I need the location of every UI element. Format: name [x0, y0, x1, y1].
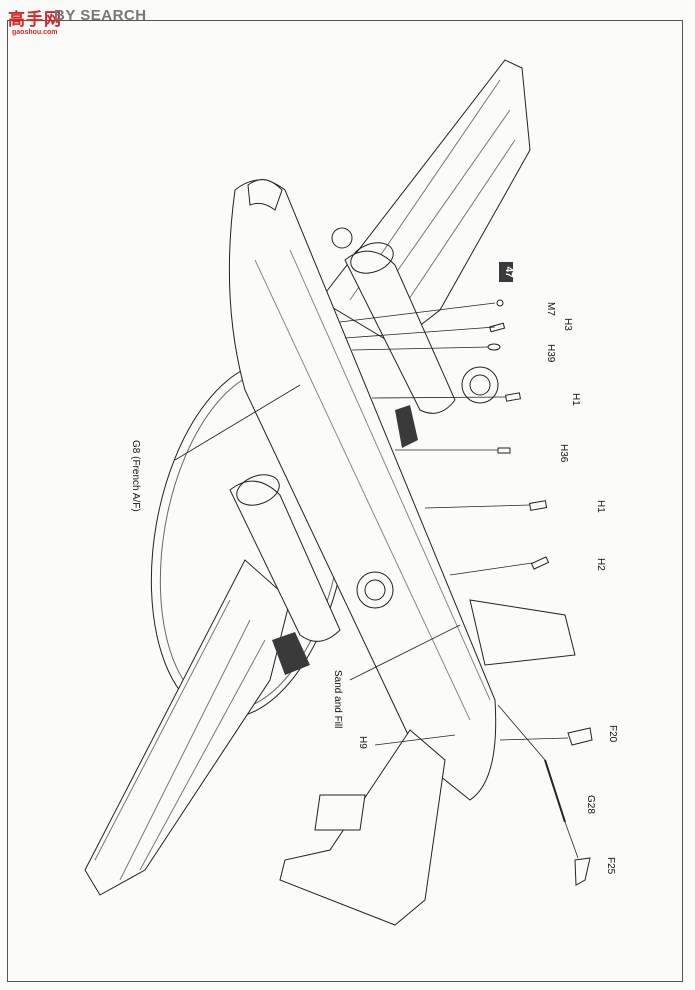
step-number-box — [499, 262, 513, 282]
leader-sand — [349, 624, 461, 681]
part-h36 — [497, 447, 511, 454]
left-engine-nacelle — [229, 480, 341, 642]
label-m7: M7 — [545, 302, 556, 316]
label-h9: H9 — [357, 736, 368, 749]
part-h1-lower — [529, 500, 548, 511]
part-f25 — [574, 857, 591, 886]
part-h2 — [530, 556, 550, 570]
label-h1-upper: H1 — [570, 393, 581, 406]
label-f25: F25 — [605, 857, 616, 875]
label-h2: H2 — [595, 558, 606, 571]
label-h3: H3 — [562, 318, 573, 331]
label-g8: G8 (French A/F) — [130, 440, 141, 512]
right-wheel-hub — [469, 374, 491, 396]
leader-f25 — [564, 821, 579, 859]
watermark-url: gaoshou.com — [12, 29, 58, 36]
label-h39: H39 — [545, 344, 556, 363]
right-engine-intake — [350, 242, 394, 274]
nose-cockpit — [247, 179, 283, 211]
part-f20 — [567, 727, 593, 746]
label-f20: F20 — [607, 725, 618, 743]
leader-h2 — [449, 562, 533, 576]
leader-m7 — [339, 302, 496, 323]
part-g28 — [544, 759, 566, 823]
part-m7 — [496, 299, 504, 307]
fuselage-panel-lines — [254, 249, 491, 721]
part-h3 — [489, 322, 506, 333]
leader-f20 — [499, 737, 569, 741]
right-main-wheel — [461, 366, 499, 404]
leader-h3 — [344, 326, 496, 339]
leader-g28 — [497, 704, 546, 761]
left-horizontal-stabilizer — [279, 729, 446, 926]
step-number: 47 — [503, 266, 514, 278]
shaded-panel-lower — [272, 632, 310, 675]
left-wheel-hub — [364, 579, 386, 601]
left-wing — [84, 559, 291, 896]
right-engine-nacelle — [344, 250, 456, 414]
label-h36: H36 — [558, 444, 569, 463]
label-h1-lower: H1 — [595, 500, 606, 513]
page-border — [7, 20, 683, 982]
leader-h9 — [374, 734, 456, 746]
label-sand-and-fill: Sand and Fill — [332, 670, 343, 728]
part-h1-upper — [505, 392, 521, 402]
nose-wheel — [331, 227, 353, 249]
left-wing-panels — [94, 599, 266, 881]
part-h39 — [487, 343, 501, 351]
label-g28: G28 — [585, 795, 596, 814]
right-horizontal-stabilizer — [469, 599, 576, 666]
right-wing — [319, 59, 531, 346]
leader-h1b — [424, 504, 531, 509]
watermark-chars: 高手网 — [8, 10, 62, 30]
shaded-panel-upper — [395, 405, 418, 448]
watermark-word: BY SEARCH — [54, 7, 147, 24]
leader-g8 — [174, 384, 301, 461]
leader-h1a — [371, 396, 507, 399]
left-engine-intake — [236, 474, 280, 506]
tail-fin — [314, 794, 366, 831]
watermark-logo: 高手网 BY SEARCH gaoshou.com — [8, 5, 168, 39]
left-main-wheel — [356, 571, 394, 609]
leader-h39 — [351, 346, 489, 351]
